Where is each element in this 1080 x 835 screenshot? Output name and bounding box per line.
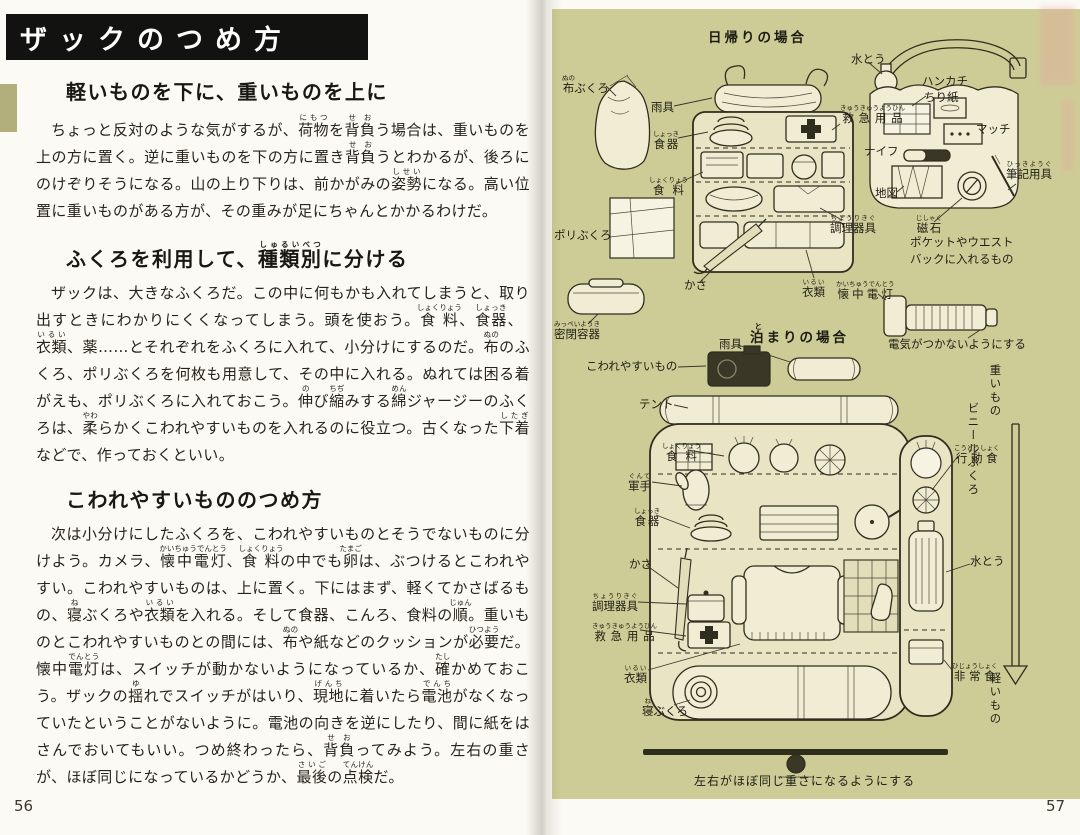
label-day-food: 食料しょくりょう: [649, 176, 688, 197]
cooking-pot-icon: [687, 590, 725, 622]
label-day-canteen: 水とう: [851, 52, 886, 66]
label-day-clothes: 衣類いるい: [802, 278, 825, 299]
flashlight-icon: [883, 295, 998, 337]
label-on-dishes: 食器しょっき: [634, 507, 660, 528]
gloves-icon: [675, 469, 710, 511]
label-heavy-items: 重いもの: [988, 364, 1003, 418]
print-bleedthrough-artifact: [1040, 6, 1074, 86]
sleeping-bag-icon: [672, 665, 892, 720]
dishes-stack-icon: [690, 514, 732, 542]
section-heading-2: ふくろを利用して、種類別しゅるいべつに分ける: [66, 240, 409, 271]
page-left: ザックのつめ方 軽いものを下に、重いものを上に ちょっと反対のような気がするが、…: [0, 14, 530, 795]
label-on-rain-gear: 雨具: [719, 337, 742, 351]
page-right: 日帰りの場合 泊とまりの場合 布ぬのぶくろ 雨具 水とう ハンカチ ちり紙 救急…: [548, 0, 1080, 835]
section-paragraph-1: ちょっと反対のような気がするが、荷物にもつを背負せおう場合は、重いものを上の方に…: [36, 113, 530, 220]
page-title: ザックのつめ方: [6, 14, 368, 60]
packing-illustration: [567, 39, 1029, 778]
section-heading-3: こわれやすいもののつめ方: [66, 488, 323, 512]
page-number-right: 57: [1046, 797, 1066, 815]
balance-caption: 左右がほぼ同じ重さになるようにする: [694, 774, 916, 788]
print-bleedthrough-artifact: [1062, 100, 1074, 170]
cloth-bag-icon: [594, 74, 651, 170]
label-day-rain-gear: 雨具: [651, 100, 674, 114]
day-backpack-illustration: [692, 65, 854, 275]
label-sealed-container: 密閉容器みっぺいようき: [554, 320, 600, 341]
rain-gear-roll-icon: [787, 357, 861, 381]
left-page-content: 軽いものを下に、重いものを上に ちょっと反対のような気がするが、荷物にもつを背負…: [36, 70, 530, 795]
label-poly-bag: ポリぶくろ: [554, 228, 612, 242]
tent-roll-icon: [659, 395, 899, 425]
label-day-dishes: 食器しょっき: [653, 130, 679, 151]
food-sacks-icon: [675, 436, 846, 476]
label-knife: ナイフ: [864, 144, 899, 158]
side-pocket-illustration: [899, 435, 953, 717]
section-paragraph-3: 次は小分けにしたふくろを、こわれやすいものとそうでないものに分けよう。カメラ、懐…: [36, 525, 530, 786]
label-on-clothes: 衣類いるい: [624, 664, 647, 685]
label-light-items: 軽いもの: [988, 672, 1003, 726]
label-vinyl-bag: ビニールぶくろ: [966, 402, 981, 497]
label-day-first-aid: 救急用品きゅうきゅうようひん: [840, 104, 905, 125]
label-compass: 磁石じしゃく: [916, 214, 942, 235]
page-title-text: ザックのつめ方: [20, 24, 293, 56]
first-aid-overnight-icon: [687, 621, 731, 649]
section-paragraph-2: ザックは、大きなふくろだ。この中に何もかも入れてしまうと、取り出すときにわかりに…: [36, 284, 530, 464]
leader-lines: [587, 61, 1017, 706]
label-tent: テント: [639, 397, 674, 411]
chapter-edge-tab: [0, 84, 17, 132]
label-map: 地図: [875, 186, 898, 200]
balance-seesaw-icon: [643, 749, 948, 778]
pan-icon: [854, 504, 903, 540]
label-fragile: こわれやすいもの: [586, 359, 678, 373]
label-emergency-food: 非常食ひじょうしょく: [952, 662, 998, 683]
label-trail-food: 行動食こうどうしょく: [954, 444, 1000, 465]
label-flashlight: 懐中電灯かいちゅうでんとう: [836, 280, 895, 301]
label-cloth-bag: 布ぬのぶくろ: [562, 74, 609, 95]
label-on-umbrella: かさ: [629, 557, 652, 571]
section-heading-1: 軽いものを下に、重いものを上に: [66, 80, 388, 104]
label-day-cooking-gear: 調理器具ちょうりきぐ: [830, 214, 876, 235]
label-on-cooking-gear: 調理器具ちょうりきぐ: [592, 592, 638, 613]
label-tissue: ちり紙: [924, 90, 959, 104]
page-number-left: 56: [14, 797, 34, 815]
sweater-icon: [731, 565, 853, 641]
label-handkerchief: ハンカチ: [922, 74, 968, 88]
sock-icon: [870, 583, 893, 621]
umbrella-overnight-icon: [674, 547, 692, 652]
label-stationery: 筆記用具ひっきようぐ: [1006, 160, 1052, 181]
label-on-food: 食料しょくりょう: [662, 442, 701, 463]
label-pocket-note: ポケットやウエストバックに入れるもの: [910, 235, 1014, 266]
sealed-container-icon: [567, 278, 645, 315]
label-day-umbrella: かさ: [684, 278, 707, 292]
label-on-canteen: 水とう: [970, 554, 1005, 568]
label-gloves: 軍手ぐんて: [628, 472, 651, 493]
label-on-first-aid: 救急用品きゅうきゅうようひん: [592, 622, 657, 643]
label-flashlight-note: 電気がつかないようにする: [888, 337, 1026, 351]
poly-bag-icon: [609, 197, 675, 259]
day-trip-title: 日帰りの場合: [708, 30, 807, 46]
overnight-title: 泊とまりの場合: [750, 322, 849, 346]
folded-towels-icon: [759, 505, 839, 541]
label-sleeping-bag: 寝ねぶくろ: [642, 697, 688, 718]
weight-order-arrow: [1002, 423, 1029, 686]
label-matches: マッチ: [976, 122, 1011, 136]
